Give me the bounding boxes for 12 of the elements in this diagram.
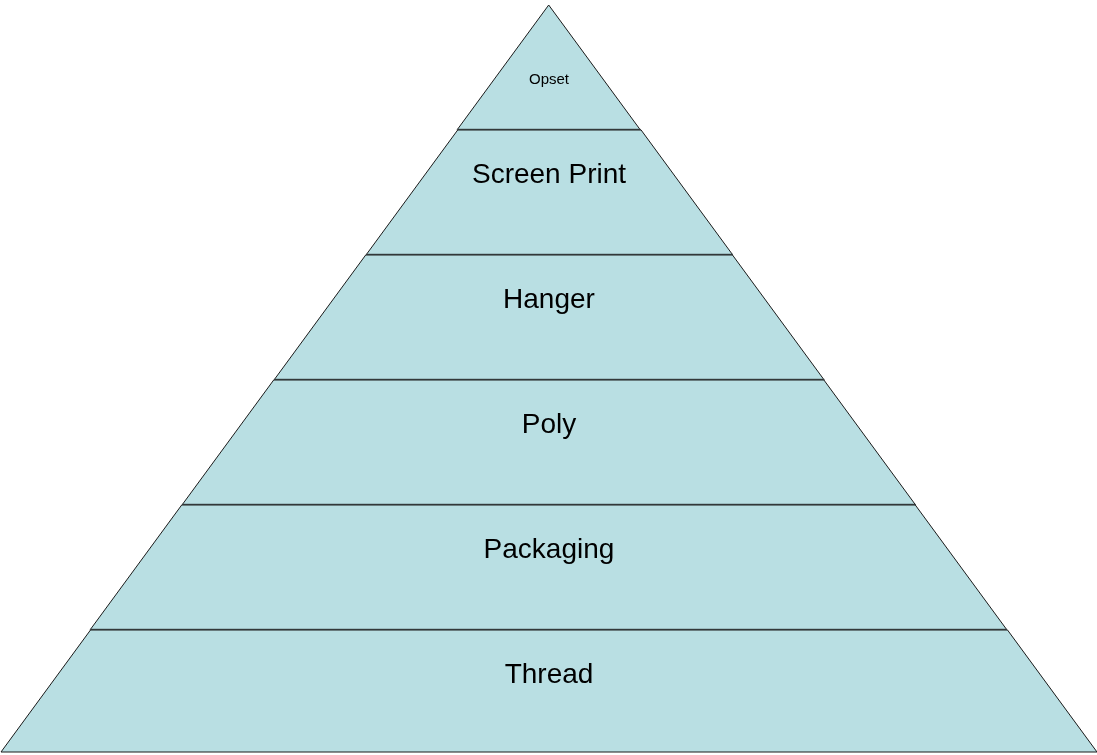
pyramid-tier xyxy=(1,630,1097,752)
pyramid-tier xyxy=(365,130,733,255)
tier-label: Thread xyxy=(503,658,595,690)
pyramid-tier xyxy=(182,380,916,505)
tier-label: Packaging xyxy=(482,533,616,565)
tier-label: Screen Print xyxy=(470,158,628,190)
pyramid-tier xyxy=(90,505,1008,630)
tier-label: Hanger xyxy=(502,283,596,315)
tier-label: Poly xyxy=(520,408,578,440)
tier-label: Opset xyxy=(527,70,570,87)
pyramid-tier xyxy=(273,255,825,380)
pyramid-tier xyxy=(457,5,641,130)
